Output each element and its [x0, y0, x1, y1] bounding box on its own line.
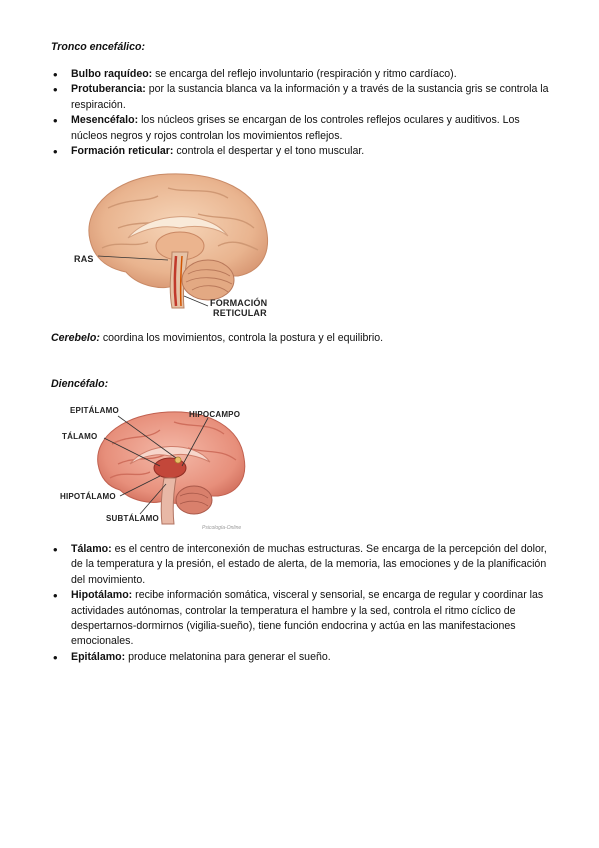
brain-sagittal-illustration [88, 173, 268, 309]
list-item: Hipotálamo: recibe información somática,… [51, 588, 551, 650]
diencephalon-illustration [97, 411, 246, 525]
term: Hipotálamo: [71, 589, 133, 602]
definition: es el centro de interconexión de muchas … [71, 543, 547, 586]
label-formacion: FORMACIÓN [210, 298, 268, 308]
term: Cerebelo: [51, 332, 100, 344]
image-credit: Psicología-Online [202, 525, 242, 531]
cerebelo-paragraph: Cerebelo: coordina los movimientos, cont… [51, 331, 571, 346]
term: Protuberancia: [71, 83, 146, 96]
definition: coordina los movimientos, controla la po… [99, 332, 384, 344]
section-heading-tronco: Tronco encefálico: [51, 41, 145, 53]
list-item: Tálamo: es el centro de interconexión de… [51, 542, 551, 588]
list-item: Protuberancia: por la sustancia blanca v… [51, 82, 551, 113]
definition: recibe información somática, visceral y … [71, 589, 544, 648]
term: Mesencéfalo: [71, 114, 139, 127]
label-hipocampo: HIPOCAMPO [189, 410, 241, 419]
label-reticular: RETICULAR [213, 308, 267, 318]
brain-reticular-figure [68, 168, 288, 320]
label-ras: RAS [74, 254, 94, 264]
definition: los núcleos grises se encargan de los co… [71, 114, 520, 142]
definition: controla el despertar y el tono muscular… [173, 145, 365, 158]
list-item: Epitálamo: produce melatonina para gener… [51, 650, 551, 666]
list-item: Formación reticular: controla el despert… [51, 144, 551, 160]
term: Bulbo raquídeo: [71, 68, 153, 80]
diencefalo-list: Tálamo: es el centro de interconexión de… [51, 542, 551, 666]
label-hipotalamo: HIPOTÁLAMO [60, 492, 116, 501]
definition: produce melatonina para generar el sueño… [125, 650, 331, 663]
list-item: Mesencéfalo: los núcleos grises se encar… [51, 113, 551, 144]
list-item: Bulbo raquídeo: se encarga del reflejo i… [51, 67, 551, 83]
term: Formación reticular: [71, 145, 174, 158]
label-subtalamo: SUBTÁLAMO [106, 514, 159, 523]
definition: por la sustancia blanca va la informació… [71, 83, 549, 111]
term: Epitálamo: [71, 650, 126, 663]
section-heading-diencefalo: Diencéfalo: [51, 378, 109, 390]
term: Tálamo: [71, 543, 112, 555]
brain-diencephalon-figure [90, 408, 250, 528]
tronco-list: Bulbo raquídeo: se encarga del reflejo i… [51, 67, 551, 160]
definition: se encarga del reflejo involuntario (res… [152, 68, 457, 80]
label-talamo: TÁLAMO [62, 432, 98, 441]
label-epitalamo: EPITÁLAMO [70, 406, 119, 415]
